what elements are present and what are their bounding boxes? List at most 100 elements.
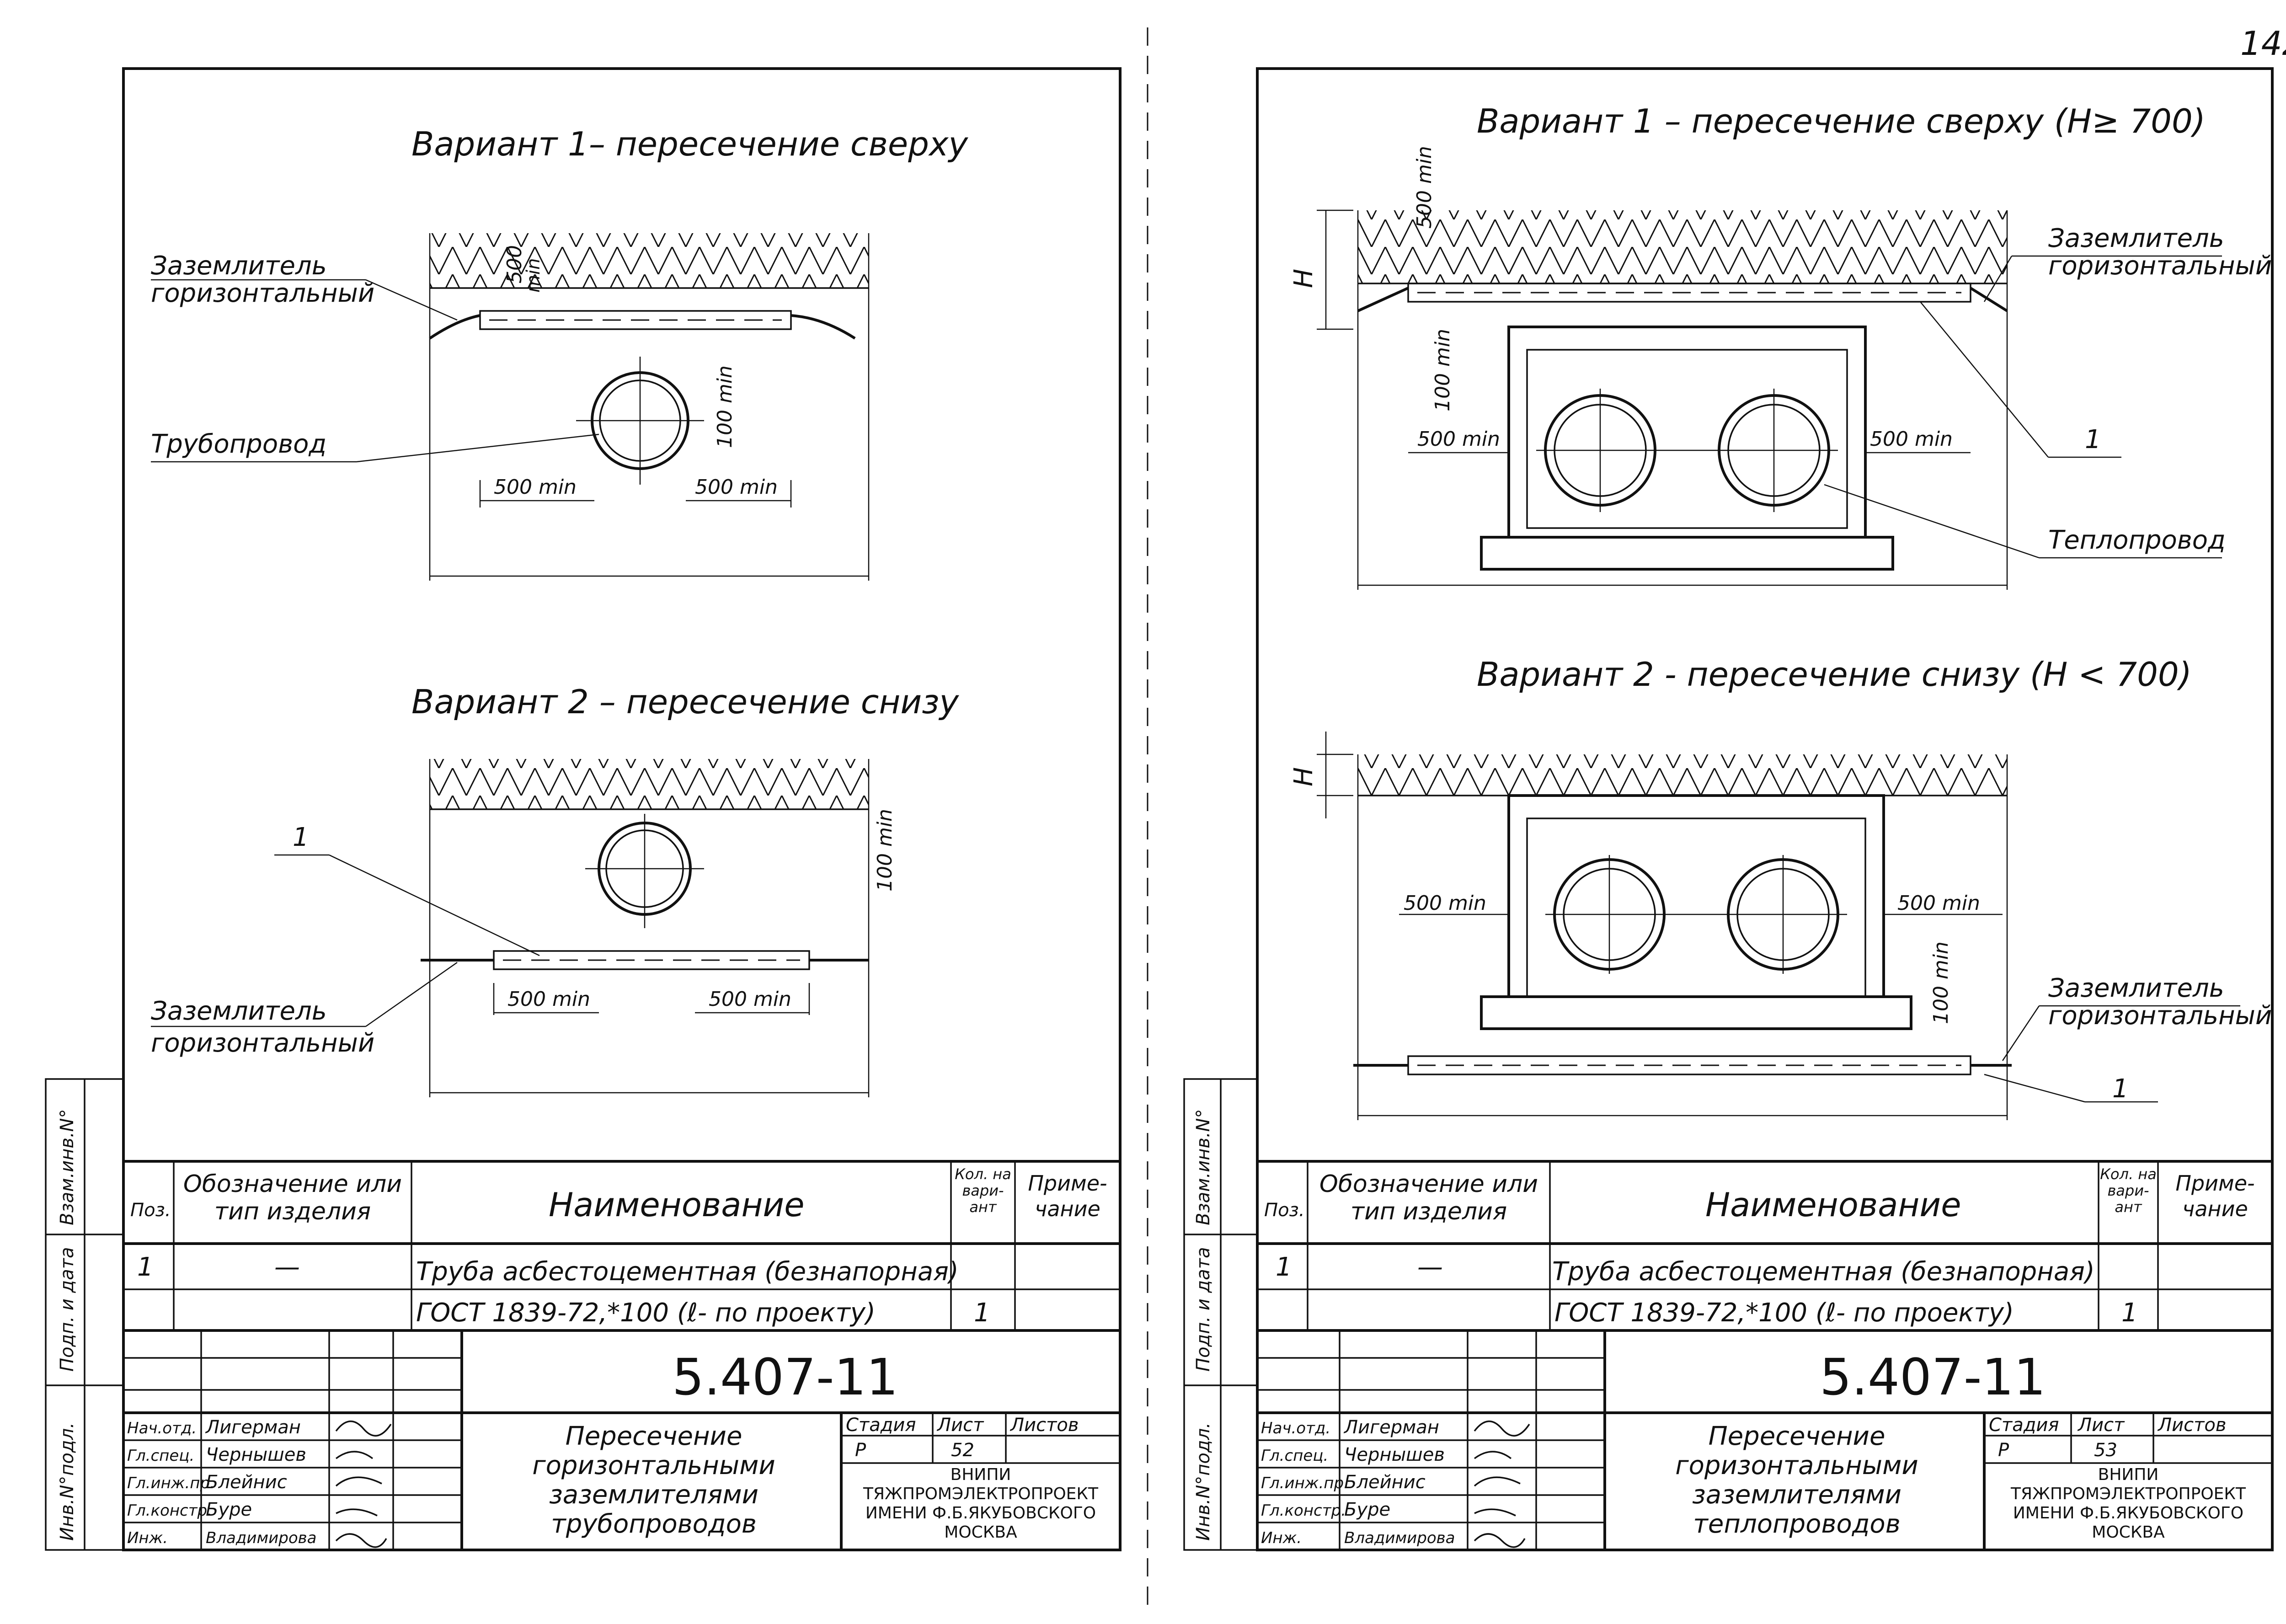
right-stamp-name-3: Блейнис [1344,1472,1426,1493]
right-stamp-signatures [1474,1421,1530,1548]
left-side-label-2: Подп. и дата [57,1247,78,1372]
left-spec-h-pos: Поз. [130,1200,171,1221]
left-v2-label-grounding: Заземлитель [151,996,327,1026]
right-stamp-name-2: Чернышев [1344,1444,1445,1465]
right-v1-asbestos-pipe [1407,283,1971,303]
right-v1-dim-left: 500 min [1417,427,1500,451]
left-spec-h-qty: Кол. на вари- ант [955,1166,1011,1216]
right-stamp-name-5: Владимирова [1344,1529,1455,1547]
left-spec-h-designation: Обозначение или тип изделия [183,1170,402,1225]
left-stamp-role-3: Гл.инж.пр. [127,1474,215,1492]
left-v1-label-pipeline: Трубопровод [151,429,326,459]
right-spec-row-pos: 1 [1276,1252,1292,1282]
right-v1-label-grounding: Заземлитель [2048,224,2224,253]
right-stamp-stage-label: Стадия [1989,1415,2059,1436]
right-v2-label-grounding: Заземлитель [2048,973,2224,1003]
left-v1-dim-100: 100 min [713,365,737,448]
right-stamp-sheet-label: Лист [2077,1415,2125,1436]
left-stamp-name-4: Буре [206,1499,252,1520]
right-stamp-sheets-label: Листов [2157,1415,2226,1436]
left-stamp-title: Пересечение горизонтальными заземлителям… [532,1422,775,1539]
left-stamp-stage-label: Стадия [846,1415,916,1436]
left-stamp: 5.407-11 Пересечение горизонтальными заз… [123,1330,1120,1550]
left-side-label-3: Инв.N°подл. [57,1422,78,1541]
right-v1-soil [1358,210,2007,283]
left-sheet: Вариант 1– пересечение сверху 500 min 50… [45,67,1122,1551]
right-spec-h-designation: Обозначение или тип изделия [1319,1170,1538,1225]
left-stamp-sheet-label: Лист [936,1415,984,1436]
left-v1-dim-left: 500 min [494,475,577,499]
left-v2-dim-left: 500 min [507,988,590,1011]
right-stamp-org: ВНИПИ ТЯЖПРОМЭЛЕКТРОПРОЕКТ ИМЕНИ Ф.Б.ЯКУ… [2011,1465,2246,1542]
right-frame [1256,67,2274,1551]
left-v1-asbestos-pipe [479,310,792,330]
right-stamp-name-1: Лигерман [1343,1417,1439,1438]
right-spec-row-designation: — [1417,1252,1443,1282]
left-variant1-title: Вариант 1– пересечение сверху [411,125,969,163]
right-stamp-code: 5.407-11 [1820,1348,2046,1406]
right-v2-dim-left: 500 min [1404,892,1486,915]
right-v1-label-heat: Теплопровод [2048,525,2226,555]
left-stamp-org: ВНИПИ ТЯЖПРОМЭЛЕКТРОПРОЕКТ ИМЕНИ Ф.Б.ЯКУ… [863,1465,1098,1542]
left-v1-label-grounding2: горизонтальный [151,278,374,308]
right-spec-h-pos: Поз. [1264,1200,1305,1221]
left-spec-h-name: Наименование [549,1186,805,1224]
right-spec-row-name2: ГОСТ 1839-72,*100 (ℓ- по проекту) [1554,1298,2014,1328]
left-spec-row-name2: ГОСТ 1839-72,*100 (ℓ- по проекту) [416,1298,876,1328]
right-v2-callout-1: 1 [2112,1074,2129,1104]
left-stamp-name-5: Владимирова [206,1529,317,1547]
left-stamp-stage: Р [855,1440,866,1461]
right-v2-channel [1507,794,1885,998]
right-stamp-role-5: Инж. [1261,1529,1302,1547]
left-spec-row-name1: Труба асбестоцементная (безнапорная) [416,1257,959,1287]
left-v2-label-grounding2: горизонтальный [151,1028,374,1058]
right-v1-dim-H: H [1289,269,1319,288]
left-stamp-name-3: Блейнис [206,1472,287,1493]
right-variant2-title: Вариант 2 - пересечение снизу (H < 700) [1477,655,2192,694]
left-v1-dim-500: 500 [503,245,526,283]
left-side-label-1: Взам.инв.N° [57,1109,78,1225]
left-variant2-title: Вариант 2 – пересечение снизу [411,683,959,721]
right-stamp-role-1: Нач.отд. [1261,1419,1330,1437]
right-v1-dim-100: 100 min [1431,329,1454,411]
right-sheet: Вариант 1 – пересечение сверху (H≥ 700) … [1183,67,2274,1551]
right-spec-h-note: Приме- чание [2175,1171,2255,1221]
right-stamp-role-4: Гл.констр. [1261,1501,1346,1520]
left-frame [122,67,1122,1551]
left-spec-row-designation: — [274,1252,300,1282]
right-spec-row-name1: Труба асбестоцементная (безнапорная) [1552,1257,2095,1287]
right-stamp-title: Пересечение горизонтальными заземлителям… [1675,1422,1918,1539]
left-stamp-sheets-label: Листов [1009,1415,1079,1436]
left-v2-dim-100: 100 min [873,809,897,892]
right-stamp-role-3: Гл.инж.пр. [1261,1474,1349,1492]
right-v1-dim-top: 500 min [1413,146,1436,229]
left-stamp-role-4: Гл.констр. [127,1501,212,1520]
left-v2-callout-1: 1 [293,823,309,852]
left-v1-dim-min: min [523,258,544,293]
right-stamp: 5.407-11 Пересечение горизонтальными заз… [1257,1330,2272,1550]
right-spec-table: Поз. Обозначение или тип изделия Наимено… [1257,1160,2272,1332]
page-number: 142 [2240,24,2286,63]
right-v2-dim-H: H [1289,767,1319,786]
left-stamp-code: 5.407-11 [672,1348,898,1406]
left-v1-dim-right: 500 min [695,475,778,499]
left-stamp-sheet: 52 [951,1440,974,1461]
left-v2-dim-right: 500 min [709,988,791,1011]
left-spec-row-qty: 1 [974,1298,990,1328]
right-stamp-name-4: Буре [1344,1499,1390,1520]
left-spec-h-note: Приме- чание [1028,1171,1107,1221]
left-stamp-role-5: Инж. [127,1529,168,1547]
left-stamp-name-1: Лигерман [205,1417,301,1438]
right-spec-row-qty: 1 [2121,1298,2138,1328]
right-variant1-title: Вариант 1 – пересечение сверху (H≥ 700) [1477,102,2206,140]
right-v2-soil [1358,754,2007,796]
left-v2-soil [430,759,869,809]
right-stamp-stage: Р [1998,1440,2009,1461]
right-stamp-role-2: Гл.спец. [1261,1447,1328,1465]
left-stamp-role-2: Гл.спец. [127,1447,194,1465]
left-v1-soil [430,233,869,288]
right-side-label-2: Подп. и дата [1193,1247,1214,1372]
right-stamp-sheet: 53 [2094,1440,2117,1461]
right-side-label-1: Взам.инв.N° [1193,1109,1214,1225]
